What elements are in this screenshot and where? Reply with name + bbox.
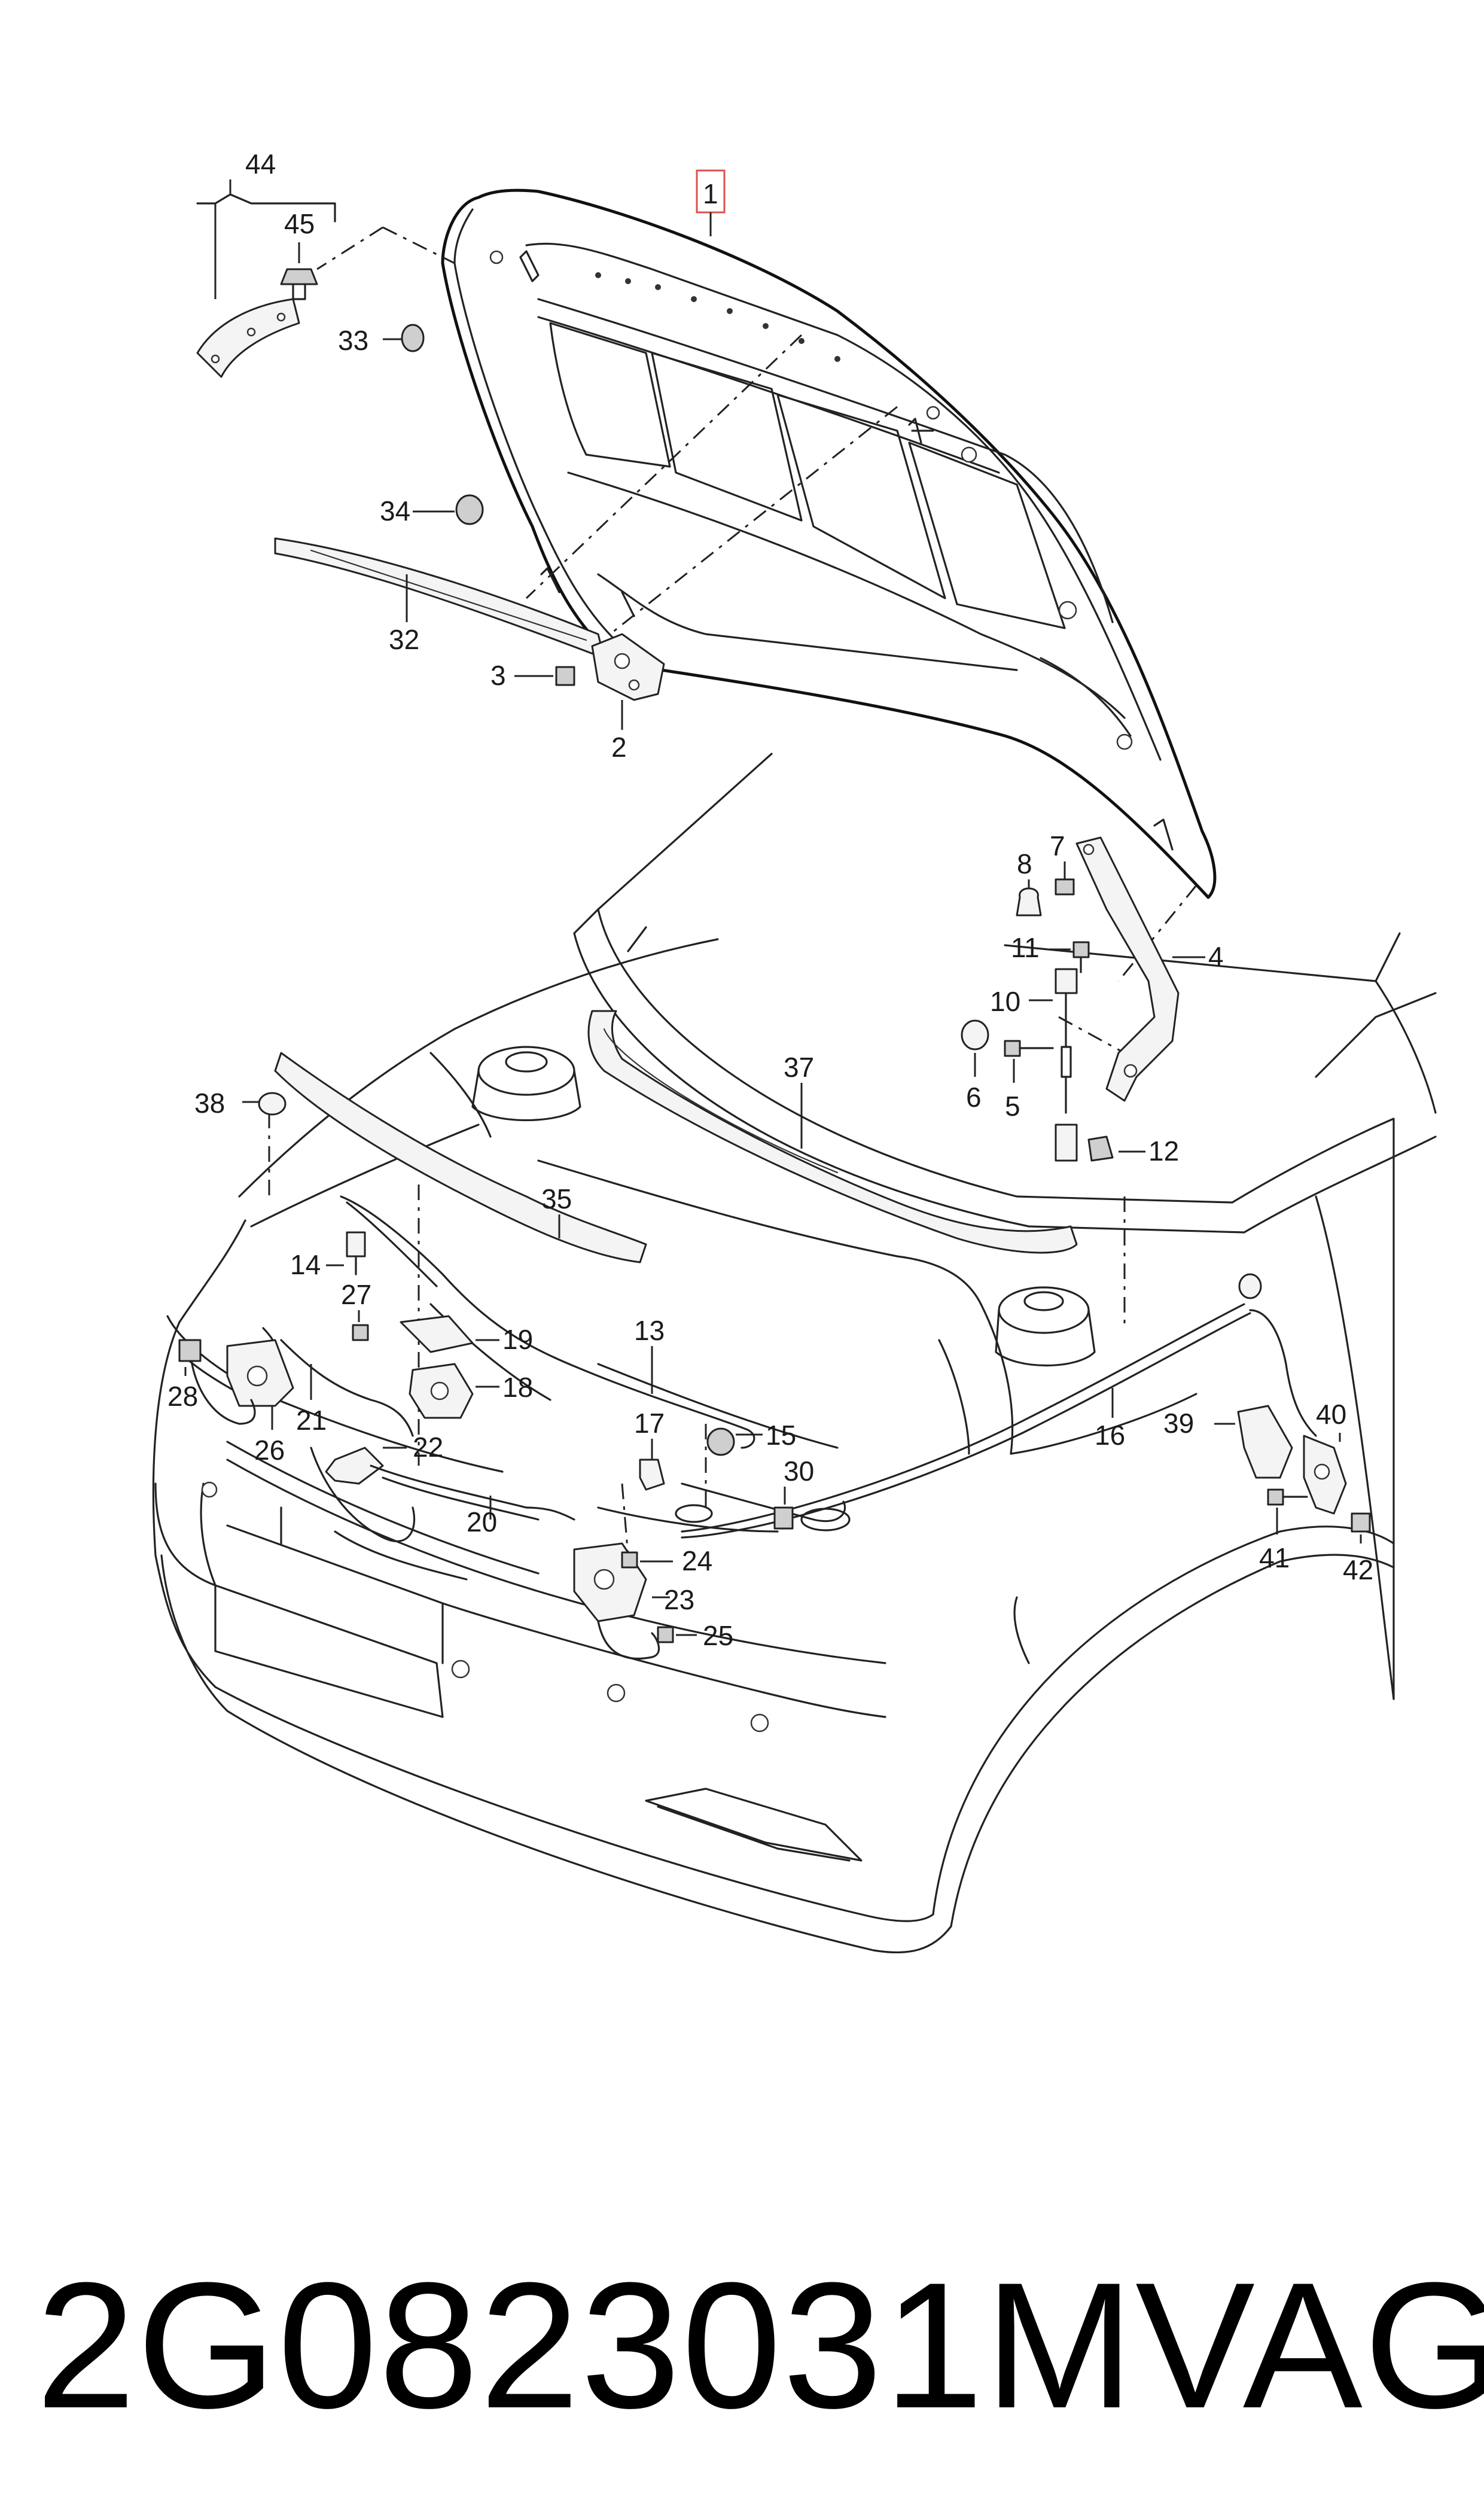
callout-6: 6 [966,1082,982,1113]
callout-11: 11 [1011,932,1040,963]
callout-34: 34 [380,495,410,526]
callout-26: 26 [254,1435,285,1466]
callout-20: 20 [467,1506,497,1537]
callout-4: 4 [1208,941,1224,972]
callout-7: 7 [1050,830,1065,861]
part-33-buffer [383,324,425,352]
part-13-cable [340,1195,755,1456]
callout-25: 25 [703,1620,733,1651]
callout-8: 8 [1017,848,1032,879]
callout-19: 19 [502,1324,533,1355]
callout-35: 35 [541,1183,572,1214]
part-10-prop [1029,968,1078,1162]
callout-10: 10 [990,986,1020,1017]
part-44-strip [196,179,336,378]
part-39-bracket [1214,1405,1293,1479]
part-6-5-pivot [961,1019,1054,1083]
callout-3: 3 [490,660,506,691]
part-21-cable [280,1339,414,1437]
callout-15: 15 [766,1420,796,1451]
part-32-seal [274,537,605,659]
part-19-bracket [400,1315,499,1353]
part-number: 2G0823031M [36,2245,1136,2446]
callout-45: 45 [284,208,315,239]
callout-21: 21 [296,1405,327,1436]
callout-14: 14 [290,1249,321,1280]
callout-1: 1 [703,178,718,209]
part-12-clip [1087,1135,1145,1162]
callout-17: 17 [634,1408,665,1439]
part-7-8-nut [1016,861,1075,917]
part-37-seal [587,1010,1078,1254]
part-28-connector [178,1339,256,1425]
callout-2: 2 [611,732,627,763]
part-27-bolt [352,1310,369,1341]
assembly-dashed-lines [268,226,1197,1556]
callout-44: 44 [245,148,276,179]
part-38-grommet [242,1092,287,1116]
vehicle-body-outline [152,753,1437,1954]
callout-13: 13 [634,1315,665,1346]
part-14-clip [326,1231,366,1275]
part-20-cable [370,1464,575,1521]
callout-24: 24 [682,1545,712,1576]
part-26-latch [226,1339,294,1430]
part-42-clip [1351,1512,1371,1543]
callout-28: 28 [167,1381,198,1412]
callout-30: 30 [784,1456,814,1487]
callout-42: 42 [1343,1554,1373,1585]
part-25-clip [657,1626,697,1643]
callout-39: 39 [1163,1408,1194,1439]
callout-labels: 1 44 45 33 34 32 3 2 7 8 11 4 10 6 5 12 … [167,148,1373,1651]
part-35-seal [274,1052,647,1263]
brand-label: VAG [1135,2245,1484,2446]
part-4-hinge [1075,836,1205,1102]
callout-32: 32 [389,624,419,655]
hood-panel [441,188,1217,899]
part-2-bracket [514,633,665,730]
callout-37: 37 [784,1052,814,1083]
callout-27: 27 [341,1279,371,1310]
callout-22: 22 [413,1432,443,1463]
part-24-bolt [621,1551,673,1569]
callout-41: 41 [1259,1542,1290,1573]
part-41-bolt [1267,1488,1308,1534]
callout-18: 18 [502,1372,533,1403]
part-number-caption: 2G0823031M VAG [36,2237,1484,2453]
parts-diagram: 1 44 45 33 34 32 3 2 7 8 11 4 10 6 5 12 … [152,148,1437,1954]
callout-16: 16 [1095,1420,1125,1451]
callout-40: 40 [1316,1399,1346,1430]
part-16-cable [681,1273,1317,1539]
part-17-clip [639,1439,665,1491]
part-22-handle [325,1447,407,1485]
callout-33: 33 [338,325,368,356]
part-34-buffer [413,494,484,525]
part-30-clip [773,1487,794,1530]
part-18-latch [409,1363,499,1419]
callout-38: 38 [194,1088,225,1119]
callout-5: 5 [1005,1091,1020,1122]
callout-23: 23 [664,1584,694,1615]
callout-12: 12 [1148,1135,1179,1167]
part-40-latch [1303,1433,1347,1515]
part-11-bolt [1047,941,1090,973]
